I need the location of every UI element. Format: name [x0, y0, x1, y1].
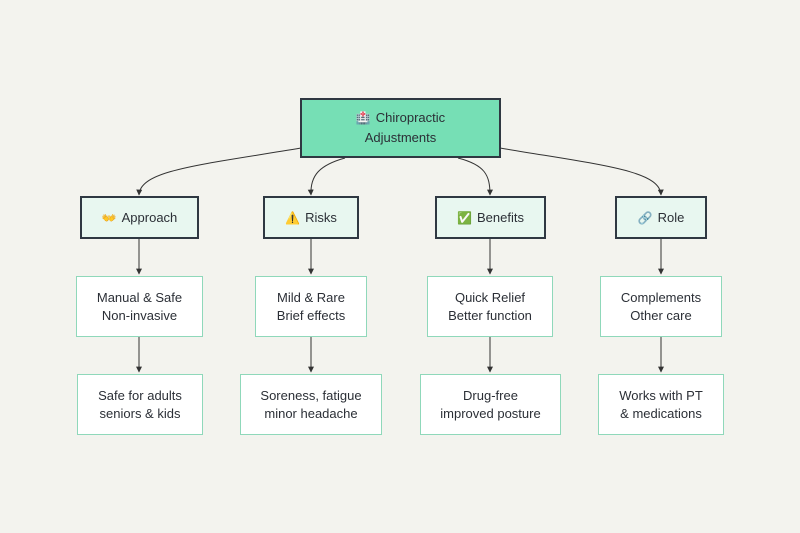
- benefits-outcome-line-2: improved posture: [440, 405, 541, 421]
- role-outcome-line-1: Works with PT: [619, 387, 703, 403]
- risks-detail-node[interactable]: Mild & Rare Brief effects: [255, 276, 367, 337]
- benefits-detail-line-1: Quick Relief: [454, 289, 526, 305]
- root-line-1: 🏥 Chiropractic: [356, 108, 445, 128]
- category-role-label: Role: [657, 210, 685, 225]
- edge-root-risks: [307, 157, 346, 196]
- category-approach[interactable]: 👐 Approach: [80, 196, 199, 239]
- edge-root-benefits: [457, 157, 493, 196]
- role-outcome-line-2: & medications: [620, 405, 702, 421]
- approach-outcome-line-1: Safe for adults: [98, 387, 182, 403]
- role-detail-line-2: Other care: [630, 307, 692, 323]
- category-approach-label: Approach: [121, 210, 178, 225]
- approach-detail-line-1: Manual & Safe: [96, 289, 183, 305]
- category-risks[interactable]: ⚠️ Risks: [263, 196, 359, 239]
- link-icon: 🔗: [637, 210, 653, 225]
- benefits-outcome-node[interactable]: Drug-free improved posture: [420, 374, 561, 435]
- role-outcome-node[interactable]: Works with PT & medications: [598, 374, 724, 435]
- role-detail-node[interactable]: Complements Other care: [600, 276, 722, 337]
- check-mark-icon: ✅: [457, 210, 472, 225]
- risks-detail-line-1: Mild & Rare: [277, 289, 345, 305]
- category-benefits[interactable]: ✅ Benefits: [435, 196, 546, 239]
- root-title-line-2: Adjustments: [364, 130, 437, 145]
- category-benefits-label: Benefits: [476, 210, 524, 225]
- hospital-icon: 🏥: [355, 111, 371, 125]
- root-node[interactable]: 🏥 Chiropractic Adjustments: [300, 98, 501, 158]
- approach-outcome-line-2: seniors & kids: [99, 405, 181, 421]
- risks-outcome-line-2: minor headache: [264, 405, 358, 421]
- warning-icon: ⚠️: [285, 210, 301, 225]
- edge-root-approach: [136, 147, 302, 196]
- benefits-outcome-line-1: Drug-free: [463, 387, 518, 403]
- category-role[interactable]: 🔗 Role: [615, 196, 707, 239]
- category-risks-label: Risks: [305, 210, 337, 225]
- risks-outcome-node[interactable]: Soreness, fatigue minor headache: [240, 374, 382, 435]
- approach-detail-line-2: Non-invasive: [101, 307, 178, 323]
- risks-outcome-line-1: Soreness, fatigue: [260, 387, 362, 403]
- approach-outcome-node[interactable]: Safe for adults seniors & kids: [77, 374, 203, 435]
- role-detail-line-1: Complements: [620, 289, 702, 305]
- approach-detail-node[interactable]: Manual & Safe Non-invasive: [76, 276, 203, 337]
- root-title-line-1: Chiropractic: [375, 110, 446, 125]
- benefits-detail-line-2: Better function: [448, 307, 532, 323]
- benefits-detail-node[interactable]: Quick Relief Better function: [427, 276, 553, 337]
- risks-detail-line-2: Brief effects: [276, 307, 346, 323]
- open-hands-icon: 👐: [101, 210, 117, 225]
- edge-root-role: [499, 147, 664, 196]
